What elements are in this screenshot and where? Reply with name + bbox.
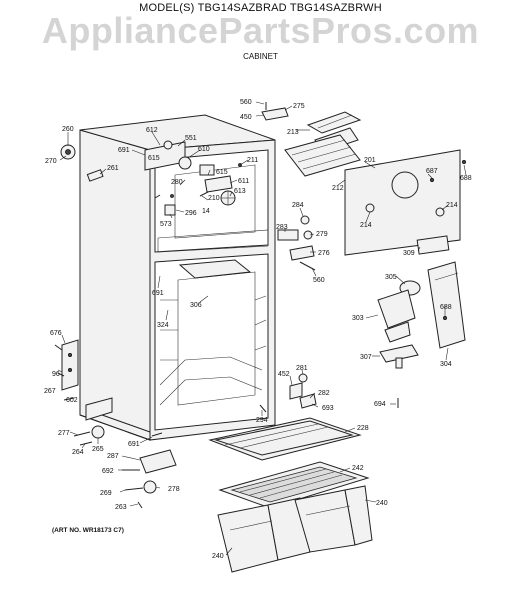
callout-613: 613 (234, 188, 246, 195)
callout-560-mid: 560 (313, 277, 325, 284)
callout-261: 261 (107, 165, 119, 172)
section-title: CABINET (243, 52, 278, 61)
callout-305: 305 (385, 274, 397, 281)
callout-296: 296 (185, 210, 197, 217)
callout-214-right: 214 (446, 202, 458, 209)
callout-610: 610 (198, 146, 210, 153)
callout-228: 228 (357, 425, 369, 432)
callout-287: 287 (107, 453, 119, 460)
callout-693: 693 (322, 405, 334, 412)
callout-306: 306 (190, 302, 202, 309)
callout-307: 307 (360, 354, 372, 361)
bottom-hardware (122, 449, 177, 509)
callout-450: 450 (240, 114, 252, 121)
callout-282: 282 (318, 390, 330, 397)
callout-452: 452 (278, 371, 290, 378)
callout-267: 267 (44, 388, 56, 395)
model-header: MODEL(S) TBG14SAZBRAD TBG14SAZBRWH (139, 2, 382, 14)
callout-14: 14 (202, 208, 210, 215)
callout-304: 304 (440, 361, 452, 368)
freezer-divider (178, 259, 252, 279)
callout-615-b: 615 (216, 169, 228, 176)
callout-303: 303 (352, 315, 364, 322)
callout-612: 612 (146, 127, 158, 134)
callout-692: 692 (102, 468, 114, 475)
callout-324: 324 (157, 322, 169, 329)
ice-tray-assembly (261, 102, 362, 177)
callout-602: 602 (66, 397, 78, 404)
callout-275: 275 (293, 103, 305, 110)
callout-283: 283 (276, 224, 288, 231)
fresh-food-hardware (259, 373, 399, 413)
light-socket-parts (277, 215, 316, 271)
callout-573: 573 (160, 221, 172, 228)
callout-691-mid: 691 (152, 290, 164, 297)
callout-213: 213 (287, 129, 299, 136)
crisper-cover (218, 461, 370, 509)
glass-shelf (208, 417, 362, 461)
callout-676: 676 (50, 330, 62, 337)
evaporator-cover (344, 149, 466, 256)
callout-280: 280 (171, 179, 183, 186)
callout-551: 551 (185, 135, 197, 142)
callout-labels: 560 275 450 213 260 270 612 551 691 615 … (44, 99, 472, 560)
callout-687: 687 (426, 168, 438, 175)
art-number: (ART NO. WR18173 C7) (52, 527, 124, 534)
callout-688-right: 688 (440, 304, 452, 311)
callout-688-top: 688 (460, 175, 472, 182)
callout-269: 269 (100, 490, 112, 497)
callout-276: 276 (318, 250, 330, 257)
callout-214-left: 214 (360, 222, 372, 229)
callout-201: 201 (364, 157, 376, 164)
callout-242: 242 (352, 465, 364, 472)
callout-694: 694 (374, 401, 386, 408)
callout-284: 284 (292, 202, 304, 209)
watermark-logo: AppliancePartsPros.com (41, 10, 480, 51)
callout-277: 277 (58, 430, 70, 437)
callout-611: 611 (238, 178, 249, 185)
cabinet-body (79, 114, 276, 441)
callout-212: 212 (332, 185, 344, 192)
label-plate (416, 235, 450, 255)
left-side-parts (54, 144, 163, 446)
callout-263: 263 (115, 504, 127, 511)
callout-264: 264 (72, 449, 84, 456)
control-housing (377, 261, 466, 369)
callout-260: 260 (62, 126, 74, 133)
callout-560-top: 560 (240, 99, 252, 106)
callout-615-a: 615 (148, 155, 160, 162)
callout-691-bottom: 691 (128, 441, 140, 448)
callout-96: 96 (52, 371, 60, 378)
callout-240-right: 240 (376, 500, 388, 507)
callout-240-left: 240 (212, 553, 224, 560)
crisper-drawers (217, 485, 373, 573)
callout-278: 278 (168, 486, 180, 493)
callout-294: 294 (256, 417, 268, 424)
leader-lines (57, 101, 467, 556)
callout-279: 279 (316, 231, 328, 238)
callout-281: 281 (296, 365, 308, 372)
callout-309: 309 (403, 250, 415, 257)
callout-691-top: 691 (118, 147, 130, 154)
callout-211: 211 (247, 157, 258, 164)
control-assembly (144, 140, 242, 216)
callout-270: 270 (45, 158, 57, 165)
callout-210: 210 (208, 195, 220, 202)
callout-265: 265 (92, 446, 104, 453)
